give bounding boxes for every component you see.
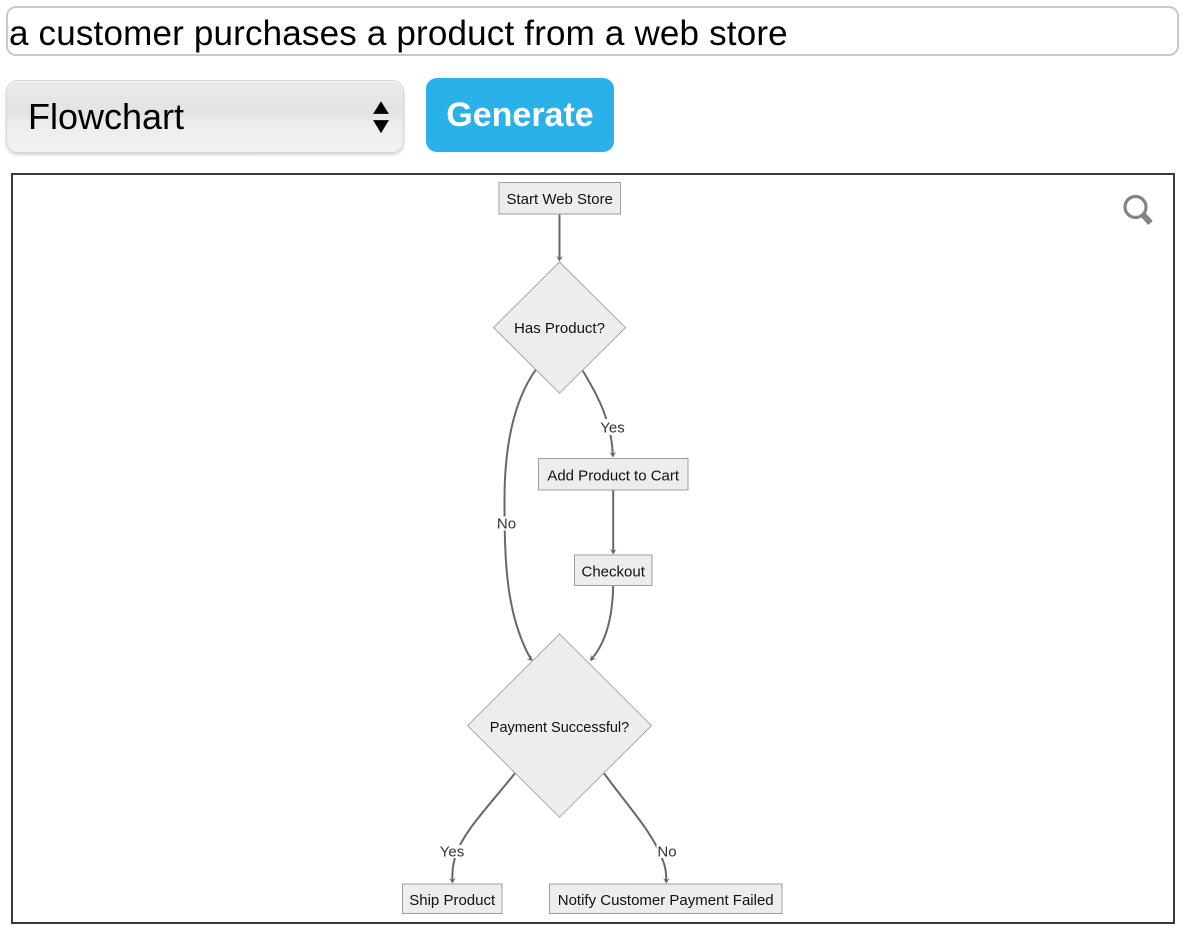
svg-text:No: No [497, 516, 516, 533]
svg-text:Checkout: Checkout [582, 564, 646, 581]
svg-text:Ship Product: Ship Product [409, 892, 496, 909]
svg-text:Notify Customer Payment Failed: Notify Customer Payment Failed [558, 892, 774, 909]
svg-text:No: No [657, 844, 676, 861]
svg-text:Add Product to Cart: Add Product to Cart [547, 468, 680, 485]
svg-text:Payment Successful?: Payment Successful? [490, 720, 629, 736]
svg-text:Yes: Yes [600, 420, 624, 437]
svg-text:Start Web Store: Start Web Store [506, 191, 612, 208]
svg-text:Has Product?: Has Product? [514, 320, 605, 337]
svg-text:Yes: Yes [440, 844, 464, 861]
